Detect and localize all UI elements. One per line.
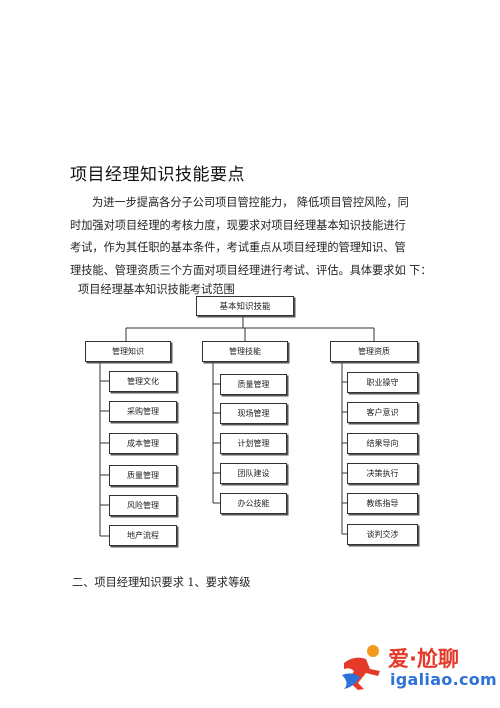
paragraph-line: 理技能、管理资质三个方面对项目经理进行考试、评估。具体要求如 下： bbox=[70, 263, 432, 277]
tree-leaf: 管理文化 bbox=[109, 371, 177, 392]
runner-logo-icon bbox=[342, 645, 380, 690]
tree-root: 基本知识技能 bbox=[196, 296, 294, 316]
paragraph-line: 考试，作为其任职的基本条件，考试重点从项目经理的管理知识、管 bbox=[70, 241, 406, 254]
tree-leaf: 谈判交涉 bbox=[347, 524, 418, 545]
tree-leaf: 办公技能 bbox=[220, 493, 287, 514]
tree-leaf: 结果导向 bbox=[347, 433, 418, 454]
tree-leaf: 地产流程 bbox=[109, 525, 177, 546]
intro-paragraph: 为进一步提高各分子公司项目管控能力， 降低项目管控风险，同 时加强对项目经理的考… bbox=[70, 192, 440, 282]
group-management-skills: 管理技能 bbox=[202, 341, 288, 362]
tree-leaf: 决策执行 bbox=[347, 463, 418, 484]
page-title: 项目经理知识技能要点 bbox=[70, 165, 245, 185]
tree-leaf: 质量管理 bbox=[220, 374, 287, 395]
tree-leaf: 质量管理 bbox=[109, 465, 177, 486]
paragraph-line: 时加强对项目经理的考核力度，现要求对项目经理基本知识技能进行 bbox=[70, 218, 406, 232]
group-management-knowledge: 管理知识 bbox=[85, 341, 171, 362]
group-management-qualification: 管理资质 bbox=[330, 341, 418, 362]
tree-leaf: 团队建设 bbox=[220, 463, 287, 484]
tree-leaf: 客户意识 bbox=[347, 402, 418, 423]
tree-leaf: 计划管理 bbox=[220, 433, 287, 454]
tree-leaf: 风险管理 bbox=[109, 495, 177, 516]
watermark: 爱·尬聊 igaliao.com bbox=[340, 643, 497, 693]
tree-leaf: 职业操守 bbox=[347, 372, 418, 393]
tree-leaf: 采购管理 bbox=[109, 401, 177, 422]
tree-leaf: 成本管理 bbox=[109, 433, 177, 454]
tree-leaf: 教练指导 bbox=[347, 493, 418, 514]
watermark-url: igaliao.com bbox=[390, 670, 498, 689]
paragraph-line: 为进一步提高各分子公司项目管控能力， 降低项目管控风险，同 bbox=[92, 196, 409, 209]
watermark-brand: 爱·尬聊 bbox=[388, 647, 459, 671]
section-heading: 二、项目经理知识要求 1、要求等级 bbox=[72, 576, 251, 589]
chart-caption: 项目经理基本知识技能考试范围 bbox=[78, 283, 235, 296]
tree-leaf: 现场管理 bbox=[220, 403, 287, 424]
